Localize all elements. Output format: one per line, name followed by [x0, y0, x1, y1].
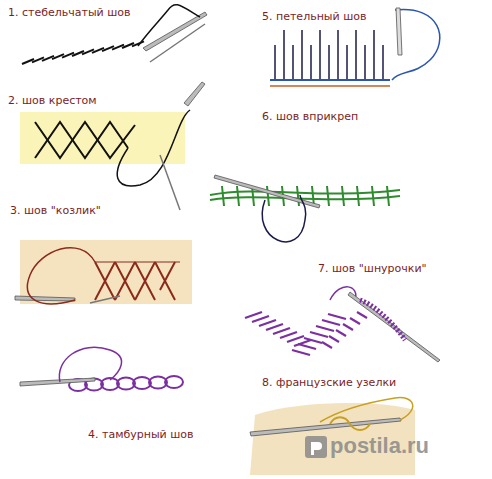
- stitch-stroke: [245, 312, 262, 318]
- stitch-stroke: [350, 318, 360, 324]
- stitch-stroke: [336, 330, 346, 336]
- stitch-stroke: [342, 186, 344, 206]
- stitch-stroke: [310, 45, 312, 80]
- stitch-stroke: [327, 186, 329, 206]
- stitch-label: 3. шов "козлик": [10, 204, 101, 217]
- stitch-label: 7. шов "шнурочки": [318, 262, 427, 275]
- stitch-stroke: [259, 320, 276, 326]
- stitch-stroke: [382, 45, 384, 80]
- stitch-stroke: [355, 30, 357, 80]
- stitch-stroke: [357, 186, 359, 206]
- stitch-stroke: [322, 320, 340, 325]
- stitch-stroke: [316, 326, 334, 331]
- stitch-label: 4. тамбурный шов: [88, 428, 194, 441]
- stitch-stroke: [292, 350, 310, 355]
- stitch-stroke: [283, 30, 285, 80]
- stitch-stroke: [322, 342, 332, 348]
- stitch-stroke: [301, 30, 303, 80]
- stitch-stroke: [387, 186, 389, 206]
- stitch-stroke: [337, 30, 339, 80]
- stitch-label: 1. стебельчатый шов: [8, 6, 131, 19]
- stitch-stroke: [364, 45, 366, 80]
- stitch-label: 5. петельный шов: [262, 10, 366, 23]
- stitch-stroke: [267, 186, 269, 206]
- stitch-stroke: [329, 336, 339, 342]
- stitch-stroke: [273, 328, 290, 334]
- stitch-stroke: [357, 312, 367, 318]
- stitch-stroke: [237, 186, 239, 206]
- stitch-stroke: [310, 332, 328, 337]
- stitch-stroke: [292, 45, 294, 80]
- stitch-stroke: [222, 186, 224, 206]
- stitch-label: 6. шов вприкреп: [262, 110, 358, 123]
- stitch-stroke: [280, 332, 297, 338]
- stitch-stroke: [266, 324, 283, 330]
- stitch-stroke: [328, 45, 330, 80]
- stitch-label: 2. шов крестом: [8, 94, 97, 107]
- stitch-stroke: [319, 30, 321, 80]
- stitch-stroke: [328, 314, 346, 319]
- stitch-stroke: [346, 45, 348, 80]
- stitch-stroke: [343, 324, 353, 330]
- watermark: postila.ru: [330, 434, 429, 458]
- stitch-stroke: [304, 338, 322, 343]
- chain-loop: [165, 376, 183, 388]
- stitch-label: 8. французские узелки: [262, 376, 396, 389]
- stitch-stroke: [298, 344, 316, 349]
- stitch-stroke: [274, 45, 276, 80]
- stitch-stroke: [252, 316, 269, 322]
- stitch-stroke: [372, 186, 374, 206]
- stitch-stroke: [287, 336, 304, 342]
- stitch-stroke: [373, 30, 375, 80]
- stitch-stroke: [297, 186, 299, 206]
